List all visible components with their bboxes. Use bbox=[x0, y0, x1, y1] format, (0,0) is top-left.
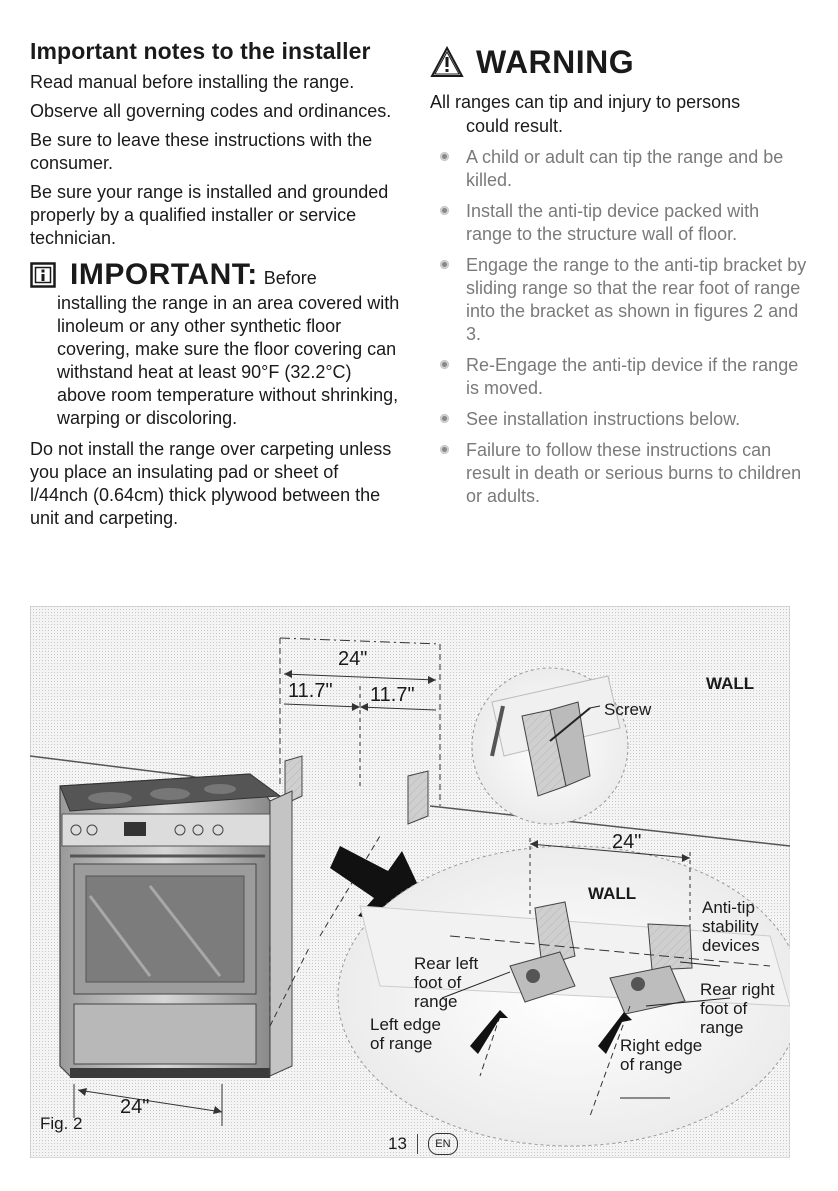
bullet-icon bbox=[440, 260, 449, 269]
installer-note-grounded: Be sure your range is installed and grou… bbox=[30, 182, 389, 248]
warning-intro-line2: could result. bbox=[466, 116, 564, 136]
list-item: Engage the range to the anti-tip bracket… bbox=[430, 254, 810, 346]
warning-intro-line1: All ranges can tip and injury to persons bbox=[430, 92, 741, 112]
warning-heading: WARNING bbox=[430, 38, 810, 86]
info-icon bbox=[30, 262, 56, 288]
dim-top-label: 24" bbox=[338, 648, 368, 670]
installer-heading: Important notes to the installer bbox=[30, 38, 371, 64]
warning-intro: All ranges can tip and injury to persons… bbox=[430, 90, 810, 138]
dim-half-left-label: 11.7" bbox=[288, 680, 333, 702]
wall-detail-label: WALL bbox=[588, 884, 637, 903]
bullet-icon bbox=[440, 445, 449, 454]
list-item: See installation instructions below. bbox=[430, 408, 810, 431]
figure-number: Fig. 2 bbox=[40, 1114, 83, 1133]
screw-label: Screw bbox=[604, 700, 652, 719]
carpet-note: Do not install the range over carpeting … bbox=[30, 439, 392, 528]
installer-note-leave-instructions: Be sure to leave these instructions with… bbox=[30, 130, 373, 173]
list-item: Install the anti-tip device packed with … bbox=[430, 200, 810, 246]
list-item: Re-Engage the anti-tip device if the ran… bbox=[430, 354, 810, 400]
left-edge-label: Left edge of range bbox=[370, 1015, 441, 1053]
warning-triangle-icon bbox=[430, 46, 464, 77]
page-footer: 13 EN bbox=[388, 1133, 458, 1155]
anti-tip-label: Anti-tip stability devices bbox=[702, 898, 760, 955]
bullet-icon bbox=[440, 206, 449, 215]
bullet-icon bbox=[440, 414, 449, 423]
dim-bottom-label: 24" bbox=[120, 1096, 150, 1118]
warning-column: WARNING All ranges can tip and injury to… bbox=[430, 38, 810, 516]
right-edge-label: Right edge of range bbox=[620, 1036, 703, 1074]
list-item: A child or adult can tip the range and b… bbox=[430, 146, 810, 192]
dimension-line bbox=[279, 637, 441, 645]
screw-detail bbox=[471, 667, 629, 825]
installer-note-codes: Observe all governing codes and ordinanc… bbox=[30, 101, 392, 121]
warning-title: WARNING bbox=[476, 43, 635, 80]
bracket-detail bbox=[337, 838, 790, 1147]
dim-detail-label: 24" bbox=[612, 831, 642, 853]
important-before: Before bbox=[263, 268, 317, 288]
range-illustration bbox=[59, 773, 293, 1078]
page-number: 13 bbox=[388, 1134, 407, 1153]
list-item: Failure to follow these instructions can… bbox=[430, 439, 810, 508]
wall-top-label: WALL bbox=[706, 674, 755, 693]
rear-left-foot-label: Rear left foot of range bbox=[414, 954, 479, 1011]
installation-figure: 24" 11.7" 11.7" WALL Screw 24" WALL Anti… bbox=[30, 606, 790, 1158]
important-text: installing the range in an area covered … bbox=[57, 293, 400, 428]
installer-note-read-manual: Read manual before installing the range. bbox=[30, 72, 355, 92]
warning-list: A child or adult can tip the range and b… bbox=[430, 146, 810, 508]
important-title: IMPORTANT: bbox=[70, 258, 258, 291]
bullet-icon bbox=[440, 152, 449, 161]
installer-notes-column: Important notes to the installer Read ma… bbox=[30, 38, 400, 536]
important-heading: IMPORTANT: Before bbox=[30, 258, 400, 292]
figure-illustration bbox=[30, 606, 790, 1158]
dim-half-right-label: 11.7" bbox=[370, 684, 415, 706]
rear-right-foot-label: Rear right foot of range bbox=[700, 980, 775, 1037]
language-badge: EN bbox=[427, 1133, 458, 1155]
bullet-icon bbox=[440, 360, 449, 369]
footer-divider bbox=[416, 1134, 418, 1154]
